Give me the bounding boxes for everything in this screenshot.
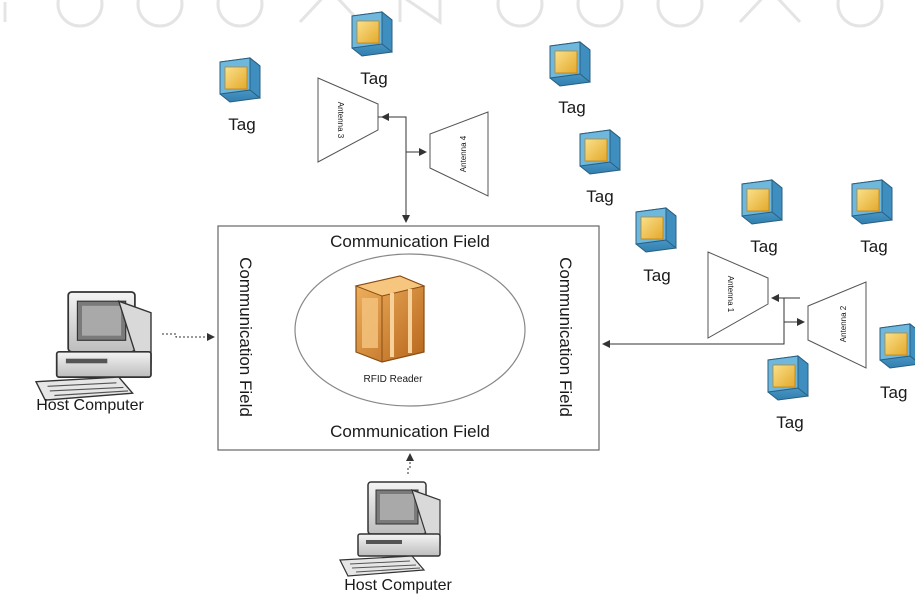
host-computer-left-label: Host Computer bbox=[36, 397, 144, 414]
communication-field-bottom-label: Communication Field bbox=[330, 422, 490, 441]
communication-field-top-label: Communication Field bbox=[330, 232, 490, 251]
tag-4: Tag bbox=[579, 129, 621, 206]
host-computer-left: Host Computer bbox=[35, 291, 152, 414]
tag-9-label: Tag bbox=[776, 413, 803, 432]
antenna-1-label: Antenna 1 bbox=[726, 276, 735, 313]
tag-7: Tag bbox=[851, 179, 893, 256]
tag-2: Tag bbox=[351, 11, 393, 88]
tag-4-label: Tag bbox=[586, 187, 613, 206]
host-computer-bottom: Host Computer bbox=[339, 481, 452, 594]
reader-field-ellipse bbox=[294, 253, 526, 407]
tag-5: Tag bbox=[635, 207, 677, 285]
antenna-1: Antenna 1 bbox=[707, 251, 769, 339]
tag-6-label: Tag bbox=[750, 237, 777, 256]
tag-6: Tag bbox=[741, 179, 783, 256]
tag-1-label: Tag bbox=[228, 115, 255, 134]
antenna-4-label: Antenna 4 bbox=[459, 135, 468, 172]
communication-field-right-label: Communication Field bbox=[556, 257, 575, 417]
communication-field-left-label: Communication Field bbox=[236, 257, 255, 417]
tag-1: Tag bbox=[219, 57, 261, 134]
antenna-3-label: Antenna 3 bbox=[336, 102, 345, 139]
connectors bbox=[162, 113, 805, 474]
antenna-2: Antenna 2 bbox=[807, 281, 867, 369]
tag-8: Tag bbox=[879, 323, 915, 402]
host-computer-bottom-label: Host Computer bbox=[344, 577, 452, 594]
tag-3: Tag bbox=[549, 41, 591, 117]
background-watermark bbox=[3, 0, 884, 28]
tag-9: Tag bbox=[767, 355, 809, 432]
rfid-reader-label: RFID Reader bbox=[364, 374, 424, 385]
tag-3-label: Tag bbox=[558, 98, 585, 117]
antenna-3: Antenna 3 bbox=[317, 77, 379, 163]
tag-2-label: Tag bbox=[360, 69, 387, 88]
antenna-2-label: Antenna 2 bbox=[839, 305, 848, 342]
tag-8-label: Tag bbox=[880, 383, 907, 402]
tag-7-label: Tag bbox=[860, 237, 887, 256]
tag-5-label: Tag bbox=[643, 266, 670, 285]
antenna-4: Antenna 4 bbox=[429, 111, 489, 197]
rfid-reader-icon bbox=[354, 275, 426, 363]
